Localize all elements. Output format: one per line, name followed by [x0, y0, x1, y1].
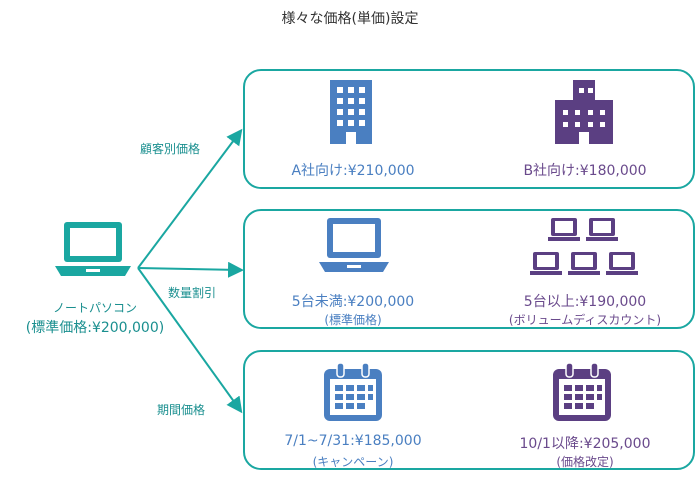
- customer-b-price: B社向け:¥180,000: [523, 163, 647, 179]
- diagram-title: 様々な価格(単価)設定: [281, 11, 419, 27]
- under-five-price: 5台未満:¥200,000: [291, 294, 415, 310]
- revised-note: (価格改定): [556, 455, 614, 469]
- branch-label-period: 期間価格: [157, 403, 206, 417]
- product-name: ノートパソコン: [52, 301, 137, 315]
- customer-price-box: [243, 69, 695, 189]
- calendar-icon: [324, 363, 382, 421]
- arrow-quantity: [137, 261, 244, 278]
- customer-a-price: A社向け:¥210,000: [291, 163, 415, 179]
- campaign-price: 7/1~7/31:¥185,000: [284, 433, 422, 449]
- five-plus-note: (ボリュームディスカウント): [508, 313, 662, 327]
- five-plus-price: 5台以上:¥190,000: [523, 294, 647, 310]
- revised-price: 10/1以降:¥205,000: [519, 436, 651, 452]
- arrow-customer: [137, 128, 243, 269]
- branch-label-customer: 顧客別価格: [140, 142, 201, 156]
- laptop-icon: [55, 222, 131, 276]
- company-building-icon: [555, 80, 613, 144]
- product-price: (標準価格:¥200,000): [25, 320, 165, 336]
- branch-label-quantity: 数量割引: [168, 286, 217, 300]
- calendar-icon: [553, 363, 611, 421]
- multiple-laptops-icon: [530, 218, 638, 275]
- arrow-period: [137, 267, 243, 414]
- period-price-box: [243, 350, 695, 470]
- laptop-icon: [319, 218, 389, 272]
- under-five-note: (標準価格): [324, 313, 382, 327]
- office-building-icon: [330, 80, 372, 144]
- campaign-note: (キャンペーン): [312, 455, 394, 469]
